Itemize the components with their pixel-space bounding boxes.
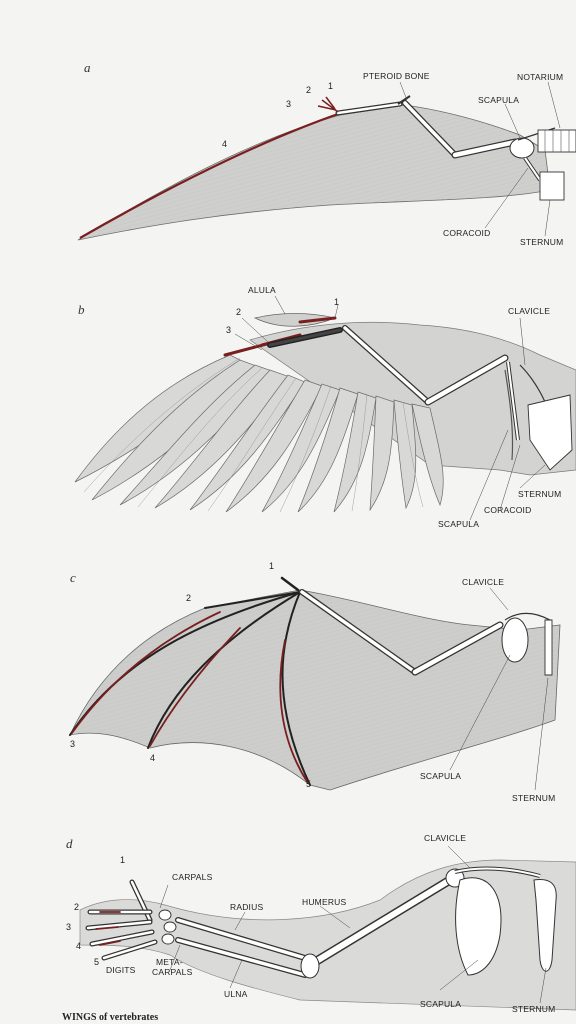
label-clavicle-d: CLAVICLE bbox=[424, 833, 467, 843]
panel-letter-c: c bbox=[70, 570, 76, 585]
figure-caption: WINGS of vertebrates bbox=[62, 1012, 159, 1023]
label-humerus: HUMERUS bbox=[302, 897, 347, 907]
label-digit-2-a: 2 bbox=[306, 85, 312, 95]
label-ulna: ULNA bbox=[224, 989, 248, 999]
label-digit-3-b: 3 bbox=[226, 325, 232, 335]
pterosaur-digit-4 bbox=[79, 112, 339, 239]
human-elbow bbox=[300, 953, 320, 979]
label-coracoid-a: CORACOID bbox=[443, 228, 491, 238]
label-digit-3-d: 3 bbox=[66, 922, 72, 932]
bat-digits bbox=[69, 576, 311, 786]
label-alula: ALULA bbox=[248, 285, 276, 295]
label-digit-5-c: 5 bbox=[306, 779, 312, 789]
label-digit-1-b: 1 bbox=[334, 297, 340, 307]
human-arm bbox=[79, 845, 576, 1011]
label-clavicle-b: CLAVICLE bbox=[508, 306, 551, 316]
label-carpals: CARPALS bbox=[172, 872, 213, 882]
label-digit-1-d: 1 bbox=[120, 855, 126, 865]
pterosaur-wing bbox=[77, 81, 576, 241]
pterosaur-shoulder bbox=[509, 137, 535, 159]
label-digit-4-a: 4 bbox=[222, 139, 228, 149]
label-digit-1-c: 1 bbox=[269, 561, 275, 571]
panel-letter-d: d bbox=[66, 836, 73, 851]
pterosaur-sternum bbox=[539, 171, 565, 201]
label-digit-4-d: 4 bbox=[76, 941, 82, 951]
label-sternum-d: STERNUM bbox=[512, 1004, 556, 1014]
pterosaur-pteroid-bone bbox=[397, 95, 411, 105]
label-pteroid-bone: PTEROID BONE bbox=[363, 71, 430, 81]
bat-wing bbox=[69, 576, 561, 791]
human-sternum bbox=[533, 879, 557, 972]
label-digit-2-d: 2 bbox=[74, 902, 80, 912]
human-carpals bbox=[158, 909, 177, 945]
label-scapula-a: SCAPULA bbox=[478, 95, 520, 105]
label-digit-5-d: 5 bbox=[94, 957, 100, 967]
bird-scapula bbox=[504, 369, 514, 461]
bird-sternum bbox=[527, 394, 573, 471]
label-scapula-c: SCAPULA bbox=[420, 771, 462, 781]
label-digit-3-a: 3 bbox=[286, 99, 292, 109]
label-clavicle-c: CLAVICLE bbox=[462, 577, 505, 587]
label-digits: DIGITS bbox=[106, 965, 136, 975]
human-body-outline bbox=[79, 859, 576, 1011]
bat-scapula bbox=[501, 617, 529, 663]
label-sternum-c: STERNUM bbox=[512, 793, 556, 803]
label-digit-2-b: 2 bbox=[236, 307, 242, 317]
label-digit-3-c: 3 bbox=[70, 739, 76, 749]
pterosaur-notarium bbox=[537, 129, 576, 153]
bat-clavicle bbox=[504, 612, 551, 621]
label-metacarpals-line1: META- bbox=[156, 957, 183, 967]
label-digit-1-a: 1 bbox=[328, 81, 334, 91]
label-sternum-a: STERNUM bbox=[520, 237, 564, 247]
panel-letter-a: a bbox=[84, 60, 91, 75]
label-notarium: NOTARIUM bbox=[517, 72, 564, 82]
label-scapula-b: SCAPULA bbox=[438, 519, 480, 529]
label-digit-2-c: 2 bbox=[186, 593, 192, 603]
label-scapula-d: SCAPULA bbox=[420, 999, 462, 1009]
human-scapula bbox=[455, 877, 502, 976]
human-digits bbox=[85, 879, 158, 961]
label-coracoid-b: CORACOID bbox=[484, 505, 532, 515]
pterosaur-small-digits bbox=[317, 96, 339, 113]
label-metacarpals-line2: CARPALS bbox=[152, 967, 193, 977]
bird-wing bbox=[74, 295, 576, 521]
label-radius: RADIUS bbox=[230, 902, 264, 912]
panel-letter-b: b bbox=[78, 302, 85, 317]
bat-sternum bbox=[544, 619, 553, 676]
label-digit-4-c: 4 bbox=[150, 753, 156, 763]
label-sternum-b: STERNUM bbox=[518, 489, 562, 499]
